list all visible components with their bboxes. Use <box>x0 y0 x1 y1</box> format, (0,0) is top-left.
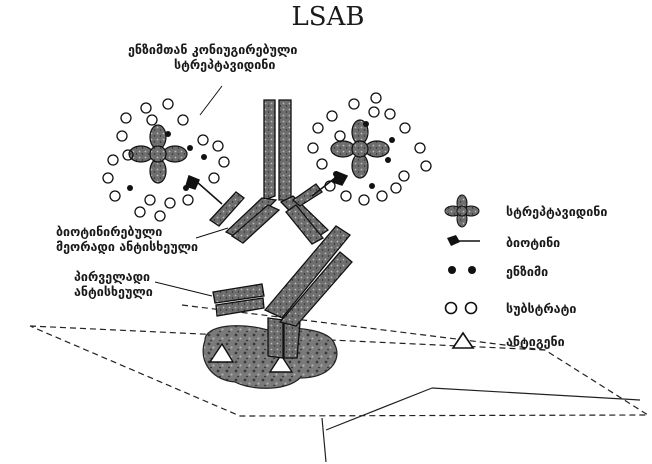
label-line-2: ანტისხეული <box>74 284 153 299</box>
legend-label-enzyme: ენზიმი <box>506 264 548 279</box>
legend-label-streptavidin: სტრეპტავიდინი <box>506 204 607 219</box>
slide-surface <box>30 305 648 462</box>
label-line-1: ბიოტინირებული <box>56 224 198 239</box>
label-line-2: სტრეპტავიდინი <box>128 57 297 72</box>
label-primary-antibody: პირველადი ანტისხეული <box>74 269 153 299</box>
legend-label-biotin: ბიოტინი <box>506 235 560 250</box>
leader-lines <box>155 86 228 296</box>
legend-label-antigen: ანტიგენი <box>506 334 565 349</box>
secondary-antibody <box>210 100 328 244</box>
label-line-2: მეორადი ანტისხეული <box>56 239 198 254</box>
streptavidin-left <box>129 125 187 183</box>
label-line-1: პირველადი <box>74 269 153 284</box>
streptavidin-complex-left <box>103 99 229 221</box>
legend-enzyme-icon <box>448 266 476 274</box>
legend-icons <box>445 195 480 348</box>
streptavidin-complex-right <box>308 93 431 205</box>
primary-antibody-stem <box>268 318 283 358</box>
label-biotinylated-secondary-antibody: ბიოტინირებული მეორადი ანტისხეული <box>56 224 198 254</box>
legend-biotin-icon <box>447 235 480 246</box>
legend-streptavidin-icon <box>445 195 479 227</box>
label-enzyme-conjugated-streptavidin: ენზიმთან კონიუგირებული სტრეპტავიდინი <box>128 42 297 72</box>
secondary-antibody-stem <box>264 100 275 200</box>
label-line-1: ენზიმთან კონიუგირებული <box>128 42 297 57</box>
legend-substrate-icon <box>446 303 477 314</box>
legend-label-substrate: სუბსტრატი <box>506 301 576 316</box>
streptavidin-right <box>331 120 389 178</box>
